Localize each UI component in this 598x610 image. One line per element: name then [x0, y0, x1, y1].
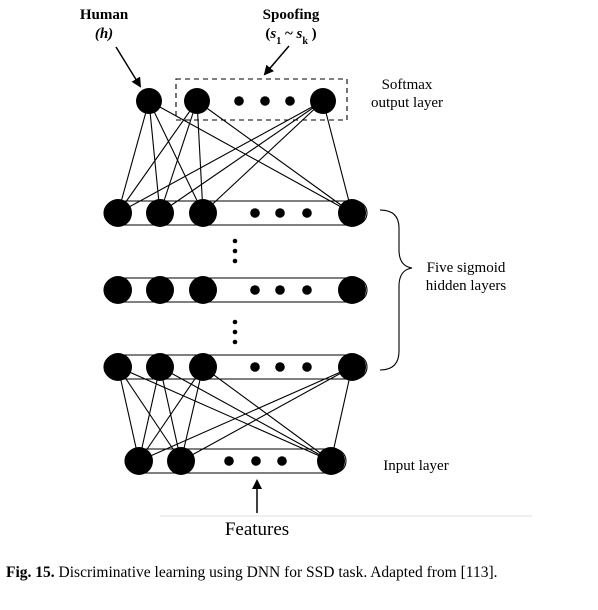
figure-caption: Fig. 15. Discriminative learning using D… [6, 563, 590, 582]
output-node-human [136, 88, 162, 114]
hidden-label-line2: hidden layers [426, 278, 507, 294]
hidden-layer-top [103, 199, 368, 227]
vertical-ellipsis [232, 238, 238, 264]
ellipsis-dot [250, 208, 260, 218]
softmax-label-line2: output layer [371, 95, 443, 111]
ellipsis-dot [302, 285, 312, 295]
softmax-label-line1: Softmax [382, 77, 433, 93]
human-title: Human [80, 7, 129, 23]
ellipsis-dot [275, 208, 285, 218]
ellipsis-dot [277, 456, 287, 466]
ellipsis-dot [275, 285, 285, 295]
caption-label: Fig. 15. [6, 564, 55, 581]
ellipsis-dot [224, 456, 234, 466]
hidden-label-line1: Five sigmoid [427, 260, 506, 276]
input-layer [124, 447, 347, 475]
spoofing-arrow [263, 45, 290, 76]
hidden-layer-middle [103, 276, 368, 304]
ellipsis-dot [285, 96, 295, 106]
ellipsis-dot [251, 456, 261, 466]
human-arrow [115, 46, 142, 88]
features-label: Features [225, 519, 289, 540]
output-node-spoof-1 [184, 88, 210, 114]
caption-text: Discriminative learning using DNN for SS… [54, 564, 498, 581]
ellipsis-dot [250, 362, 260, 372]
ellipsis-dot [250, 285, 260, 295]
spoofing-box [175, 78, 348, 121]
spoofing-range: (s1 ~ sk ) [265, 26, 316, 47]
ellipsis-dot [302, 362, 312, 372]
hidden-layer-bottom [103, 353, 368, 381]
output-node-spoof-k [310, 88, 336, 114]
spoofing-title: Spoofing [263, 7, 320, 23]
hidden-input-connections [117, 366, 353, 462]
output-hidden-connections [117, 100, 353, 214]
output-layer [136, 78, 348, 121]
ellipsis-dot [275, 362, 285, 372]
input-layer-label: Input layer [383, 458, 448, 474]
ellipsis-dot [234, 96, 244, 106]
ellipsis-dot [302, 208, 312, 218]
ellipsis-dot [260, 96, 270, 106]
hidden-layers-bracket [379, 209, 413, 371]
human-symbol: (h) [95, 26, 113, 42]
vertical-ellipsis [232, 319, 238, 345]
